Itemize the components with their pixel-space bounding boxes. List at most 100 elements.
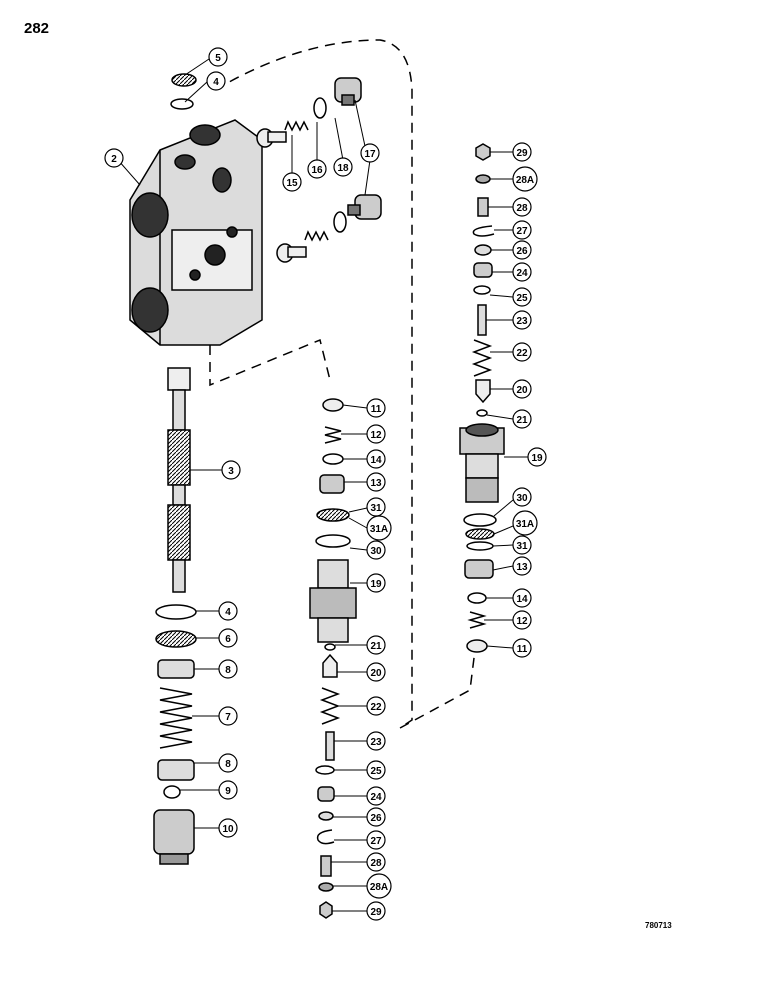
svg-text:31: 31 [370,503,382,514]
svg-text:27: 27 [516,226,528,237]
relief-cartridge-right-part [459,423,505,503]
backup-ring-right-lower-part [466,541,494,551]
svg-text:29: 29 [370,907,382,918]
spring-seat-upper-part [157,659,195,679]
backup-ring-part [316,508,350,522]
callout-13-middle: 13 [366,472,386,492]
pin-right-part [477,304,487,336]
relief-spring-part [319,687,341,725]
callout-30-middle: 30 [366,540,386,560]
o-ring-lower-part [333,211,347,233]
poppet-upper-part [256,128,287,148]
callout-27-middle: 27 [366,830,386,850]
svg-text:26: 26 [370,813,382,824]
callout-22-right: 22 [512,342,532,362]
svg-text:25: 25 [370,766,382,777]
assembly-line-middle [209,338,331,387]
spring-lower-part [304,230,329,242]
callout-19-middle: 19 [366,573,386,593]
callout-15: 15 [282,172,302,192]
callout-31A-middle: 31A [366,515,392,541]
pin-part [325,731,335,761]
svg-text:22: 22 [516,348,528,359]
spool-part [167,367,191,593]
o-ring-medium-part [315,534,351,548]
callout-23-middle: 23 [366,731,386,751]
pilot-poppet-right-part [475,379,491,404]
adjusting-screw-part [319,474,345,494]
relief-spring-right-part [471,339,493,377]
spring-seat-lower-part [157,759,195,781]
svg-text:4: 4 [213,77,219,88]
spring-small-part [324,426,342,444]
svg-text:12: 12 [370,430,382,441]
svg-text:10: 10 [222,824,234,835]
svg-text:23: 23 [516,316,528,327]
svg-text:5: 5 [215,53,221,64]
callout-8-lower: 8 [218,753,238,773]
callout-18: 18 [333,157,353,177]
svg-text:22: 22 [370,702,382,713]
svg-text:30: 30 [516,493,528,504]
guide-right-part [473,262,493,278]
svg-text:11: 11 [517,644,528,655]
svg-text:16: 16 [311,165,323,176]
backup-ring-right-part [465,528,495,540]
callout-17: 17 [360,143,380,163]
svg-text:24: 24 [370,792,382,803]
svg-text:3: 3 [228,466,234,477]
callout-26-right: 26 [512,240,532,260]
shim-right-part [474,244,492,256]
callout-11-right: 11 [512,638,532,658]
locknut-right-part [475,143,491,161]
callout-31A-right: 31A [512,510,538,536]
svg-text:27: 27 [370,836,382,847]
svg-text:31A: 31A [370,524,388,535]
callout-11-middle: 11 [366,398,386,418]
guide-part [317,786,335,802]
plug-upper-part [334,77,362,106]
svg-text:14: 14 [516,594,528,605]
washer-part [155,630,197,648]
callout-24-right: 24 [512,262,532,282]
callout-25-middle: 25 [366,760,386,780]
callout-14-right: 14 [512,588,532,608]
svg-text:2: 2 [111,154,117,165]
relief-cartridge-part [309,559,357,643]
svg-text:21: 21 [370,641,382,652]
callout-29-right: 29 [512,142,532,162]
o-ring-right-medium-part [463,513,497,527]
spring-upper-part [284,120,309,132]
o-ring-right-pin-part [473,285,491,295]
callout-28-right: 28 [512,197,532,217]
svg-text:25: 25 [516,293,528,304]
callout-29-middle: 29 [366,901,386,921]
o-ring-part [170,98,194,110]
svg-text:31A: 31A [516,519,534,530]
svg-text:13: 13 [370,478,382,489]
snap-ring-right-part [472,225,495,237]
callout-28-middle: 28 [366,852,386,872]
svg-text:17: 17 [364,149,376,160]
callout-20-right: 20 [512,379,532,399]
callout-21-right: 21 [512,409,532,429]
svg-text:20: 20 [370,668,382,679]
page-number: 282 [24,20,50,37]
callout-28A-right: 28A [512,166,538,192]
end-cap-part [153,809,195,865]
figure-code: 780713 [645,921,672,930]
callout-8-upper: 8 [218,659,238,679]
svg-text:28A: 28A [516,175,534,186]
assembly-line-upper [214,39,413,729]
washer-right-part [475,174,491,184]
svg-text:19: 19 [531,453,543,464]
o-ring-lower-spool-part [155,604,197,620]
svg-text:26: 26 [516,246,528,257]
svg-text:14: 14 [370,455,382,466]
callout-5: 5 [208,47,228,67]
spring-right-small-part [467,611,487,629]
svg-text:4: 4 [225,607,231,618]
svg-text:29: 29 [516,148,528,159]
callout-9: 9 [218,780,238,800]
